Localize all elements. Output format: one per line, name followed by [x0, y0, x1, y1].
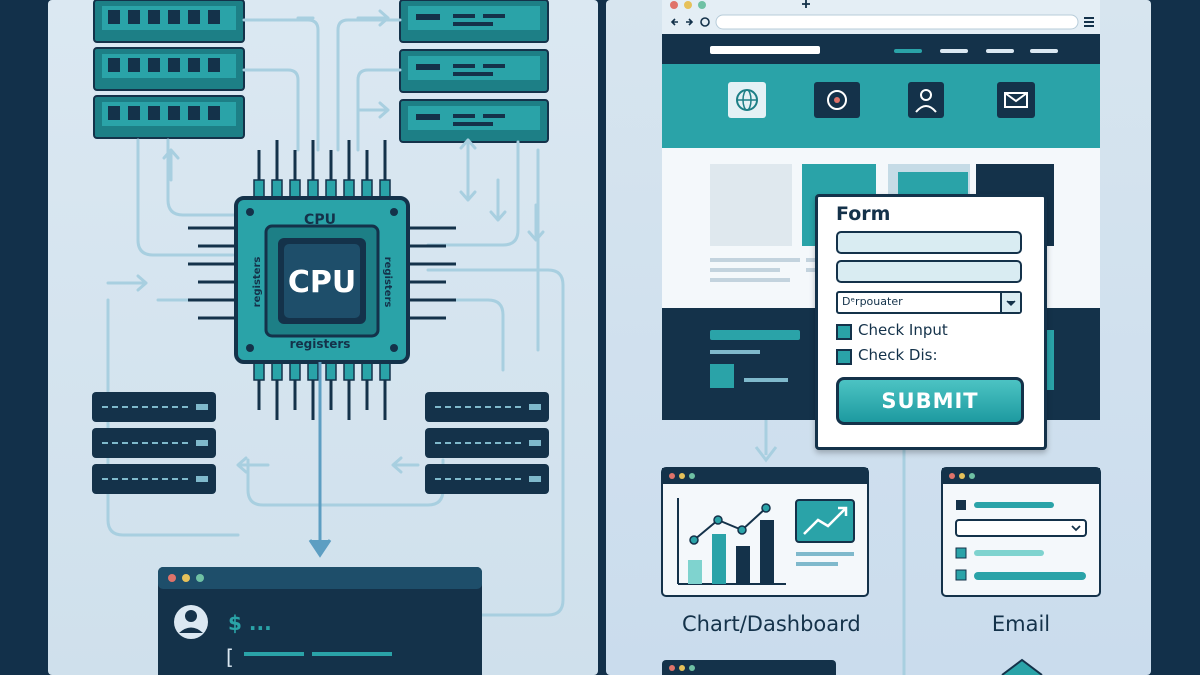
form-select-value: Dᵉrpouater [842, 295, 903, 308]
email-caption: Email [991, 612, 1051, 636]
ram-module [93, 95, 245, 139]
email-card [941, 467, 1101, 597]
address-bar[interactable] [715, 14, 1079, 30]
form-select[interactable]: Dᵉrpouater [836, 291, 1022, 314]
storage-drive [92, 392, 216, 422]
storage-drive [92, 464, 216, 494]
ram-module [93, 47, 245, 91]
registers-label-right: registers [382, 257, 393, 308]
checkbox-1[interactable] [836, 324, 852, 340]
ram-module [399, 99, 549, 143]
terminal-prompt: $ ... [228, 611, 272, 635]
trend-icon [795, 499, 855, 543]
storage-drive [425, 464, 549, 494]
avatar-icon [174, 605, 208, 639]
storage-drive [92, 428, 216, 458]
window-close-dot [670, 1, 678, 9]
output-arrow [308, 362, 332, 558]
dashboard-icon[interactable] [814, 82, 860, 118]
ram-module [399, 0, 549, 43]
web-ui-panel: Form Dᵉrpouater Check Input Check Dis: S… [606, 0, 1151, 675]
mail-icon[interactable] [997, 82, 1035, 118]
form-input-2[interactable] [836, 260, 1022, 283]
registers-label-bottom: registers [290, 337, 351, 351]
chevron-down-icon [1071, 525, 1081, 532]
form-popup: Form Dᵉrpouater Check Input Check Dis: S… [815, 194, 1047, 450]
terminal-window [158, 567, 482, 675]
chart-bar [712, 534, 726, 584]
submit-button-label: SUBMIT [881, 389, 979, 413]
cpu-diagram-svg: CPU CPU registers registers registers [92, 0, 565, 675]
checkbox-2-label: Check Dis: [858, 346, 938, 364]
form-title: Form [836, 203, 891, 225]
terminal-bracket: [ [226, 645, 234, 669]
nav-link[interactable] [986, 49, 1014, 53]
flow-connectors [754, 420, 906, 675]
chart-dashboard-caption: Chart/Dashboard [682, 612, 861, 636]
ram-modules-left [93, 0, 245, 139]
cpu-core-label: CPU [288, 265, 356, 300]
storage-drives-right [425, 392, 549, 494]
footer-bar [710, 330, 800, 340]
reload-icon[interactable] [700, 17, 710, 27]
globe-icon[interactable] [728, 82, 766, 118]
cpu-outer-label: CPU [304, 212, 336, 228]
bottom-shape [1001, 658, 1043, 675]
cpu-diagram-panel: CPU CPU registers registers registers [48, 0, 598, 675]
registers-label-left: registers [252, 257, 263, 308]
forward-icon[interactable] [686, 18, 694, 26]
nav-link[interactable] [940, 49, 968, 53]
chart-point [689, 535, 699, 545]
terminal-line [244, 652, 304, 656]
nav-link[interactable] [894, 49, 922, 53]
new-tab-icon[interactable] [802, 0, 810, 8]
arrows [106, 9, 545, 474]
nav-link[interactable] [1030, 49, 1058, 53]
back-icon[interactable] [670, 18, 678, 26]
menu-icon[interactable] [1084, 17, 1094, 27]
storage-drives-left [92, 392, 216, 494]
content-card [710, 164, 792, 246]
window-minimize-dot [684, 1, 692, 9]
cpu-chip [234, 196, 410, 364]
chart-bar [688, 560, 702, 584]
user-icon[interactable] [908, 82, 944, 118]
checkbox-2[interactable] [836, 349, 852, 365]
chart-bar [760, 520, 774, 584]
chart-point [761, 503, 771, 513]
form-input-1[interactable] [836, 231, 1022, 254]
ram-module [93, 0, 245, 43]
chart-dashboard-card [661, 467, 869, 597]
ram-modules-right [399, 0, 549, 143]
bus-lines [106, 18, 565, 617]
site-logo [710, 46, 820, 54]
submit-button[interactable]: SUBMIT [836, 377, 1024, 425]
chart-point [737, 525, 747, 535]
storage-drive [425, 428, 549, 458]
chart-point [713, 515, 723, 525]
checkbox-1-label: Check Input [858, 321, 948, 339]
bottom-card-partial [662, 660, 836, 675]
terminal-line [312, 652, 392, 656]
chevron-down-icon [1000, 293, 1020, 312]
chart-line [693, 507, 767, 541]
chart-bar [736, 546, 750, 584]
ram-module [399, 49, 549, 93]
storage-drive [425, 392, 549, 422]
email-select[interactable] [955, 519, 1087, 537]
window-maximize-dot [698, 1, 706, 9]
